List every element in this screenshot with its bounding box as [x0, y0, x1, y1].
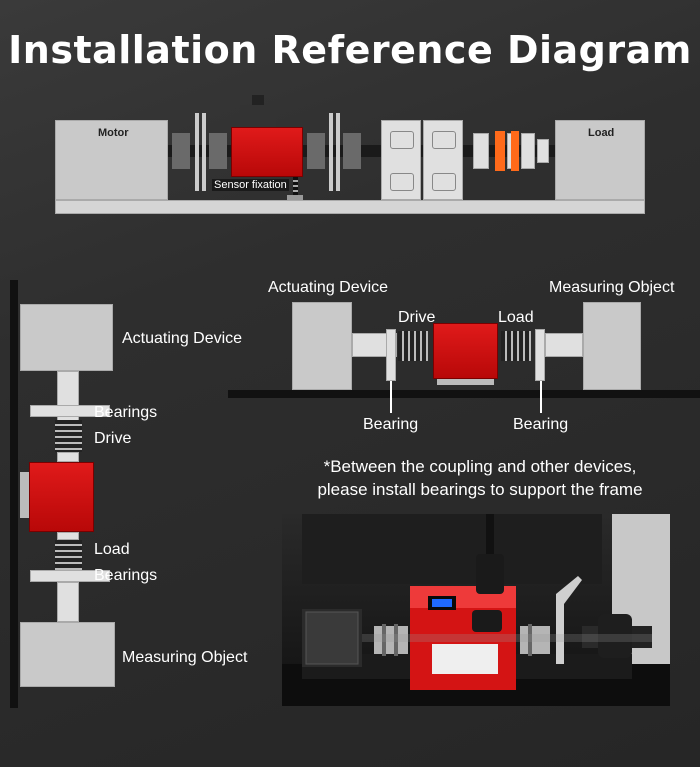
load-coupling-3: [521, 133, 535, 169]
bearing-left-plate: [386, 329, 396, 381]
actuating-device-label-h: Actuating Device: [268, 279, 389, 296]
load-label-h: Load: [498, 309, 534, 326]
load-coupling-spider-2: [511, 131, 519, 171]
horizontal-sensor-bottom: [437, 379, 494, 385]
bearing-plate-bottom: [30, 570, 110, 582]
product-installation-photo: [282, 514, 670, 706]
load-label-vertical: Load: [94, 541, 130, 558]
drive-label-h: Drive: [398, 309, 436, 326]
installation-note-line1: *Between the coupling and other devices,: [323, 457, 637, 476]
page-title: Installation Reference Diagram: [8, 28, 692, 72]
flange-left-1: [195, 113, 199, 191]
vertical-shaft-lower: [57, 582, 79, 622]
bearing-right-label: Bearing: [513, 416, 569, 433]
measuring-object-block: [20, 622, 115, 687]
vertical-shaft-mid-upper: [57, 452, 79, 462]
sensor-fixation-rod: [293, 177, 298, 199]
bearing-right-plate: [535, 329, 545, 381]
horizontal-installation-diagram: Actuating Device Measuring Object Drive …: [228, 275, 700, 440]
coupling-right-rings-h: [501, 331, 531, 361]
vertical-sensor-side: [20, 472, 29, 518]
flange-left-2: [202, 113, 206, 191]
coupling-left: [172, 133, 190, 169]
coupling-left-2: [209, 133, 227, 169]
bearing-left-label: Bearing: [363, 416, 419, 433]
top-installation-diagram: Motor Sensor fixation Load: [55, 95, 645, 220]
actuating-device-label: Actuating Device: [122, 330, 243, 347]
torque-sensor: [231, 127, 303, 177]
load-block: Load: [555, 120, 645, 200]
measuring-object-label: Measuring Object: [122, 649, 248, 666]
actuating-device-block: [20, 304, 113, 371]
sensor-cable-connector: [252, 95, 264, 105]
coupling-lower-rings: [55, 540, 82, 570]
coupling-right: [307, 133, 325, 169]
flange-right-2: [336, 113, 340, 191]
bearings-top-label: Bearings: [94, 404, 158, 421]
measuring-object-block-h: [583, 302, 641, 390]
vertical-torque-sensor: [29, 462, 94, 532]
actuating-device-block-h: [292, 302, 352, 390]
installation-note: *Between the coupling and other devices,…: [260, 455, 700, 501]
sensor-fixation-foot: [287, 195, 303, 200]
measuring-object-label-h: Measuring Object: [549, 279, 675, 296]
vertical-installation-diagram: Actuating Device Bearings Drive Load Bea…: [0, 280, 260, 710]
sensor-top-cap: [240, 105, 276, 127]
load-shaft-end: [537, 139, 549, 163]
bearing-left-pointer: [390, 381, 392, 413]
bearings-bottom-label: Bearings: [94, 567, 158, 584]
horizontal-shaft-right: [545, 333, 583, 357]
bearing-plate-top: [30, 405, 110, 417]
vertical-frame: [10, 280, 18, 708]
horizontal-torque-sensor: [433, 323, 498, 379]
motor-block: Motor: [55, 120, 168, 200]
coupling-right-2: [343, 133, 361, 169]
coupling-upper-rings: [55, 420, 82, 452]
vertical-shaft-mid-lower: [57, 532, 79, 540]
flange-right-1: [329, 113, 333, 191]
sensor-fixation-label: Sensor fixation: [212, 179, 289, 191]
horizontal-base: [228, 390, 700, 398]
motor-label: Motor: [98, 127, 129, 139]
drive-label: Drive: [94, 430, 132, 447]
load-coupling-spider-1: [495, 131, 505, 171]
base-plate: [55, 200, 645, 214]
load-label: Load: [588, 127, 615, 139]
load-coupling-1: [473, 133, 489, 169]
bearing-housing-1: [381, 120, 421, 200]
coupling-left-rings-h: [398, 331, 428, 361]
bearing-right-pointer: [540, 381, 542, 413]
bearing-housing-2: [423, 120, 463, 200]
installation-note-line2: please install bearings to support the f…: [317, 480, 643, 499]
